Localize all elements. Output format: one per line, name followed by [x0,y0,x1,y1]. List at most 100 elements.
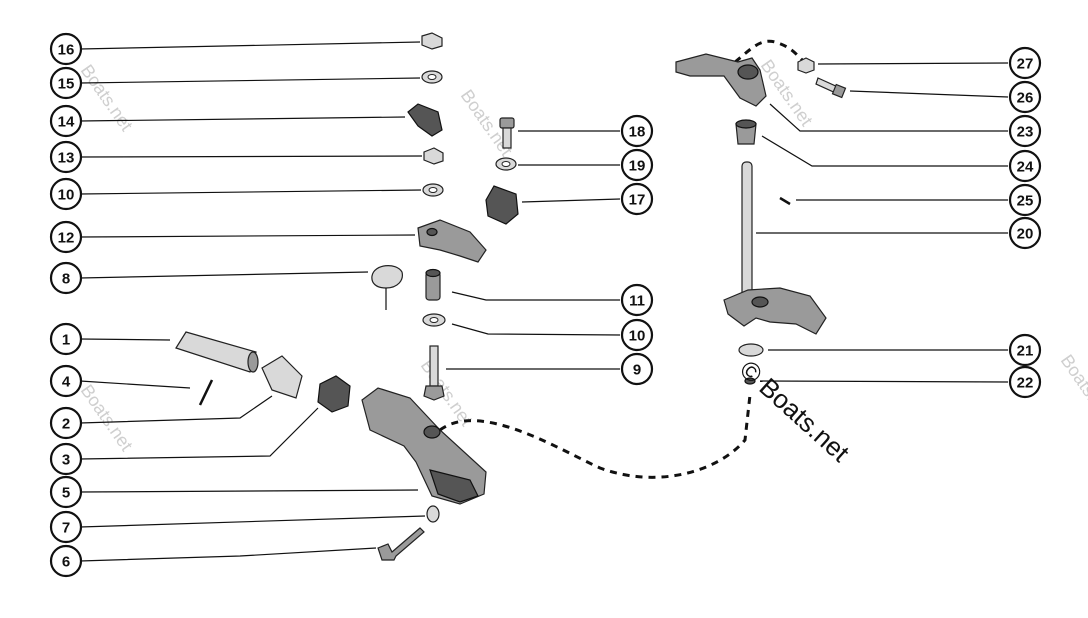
callout-circle [1008,149,1042,183]
part-clip-14 [407,103,443,137]
callout-17: 17 [620,182,654,216]
callout-number: 26 [1017,90,1034,107]
part-lever-23-hub [737,64,759,80]
part-bracket-12-hole [426,227,438,237]
part-sleeve-2 [261,355,303,399]
part-nut-27 [797,57,815,74]
part-shaft-20 [741,161,753,303]
callout-circle [49,544,83,578]
part-bolt-9-head [423,385,445,401]
callout-23: 23 [1008,114,1042,148]
watermark-group: Boats.net Boats.net Boats.net Boats.net … [77,56,1088,455]
callout-circle [49,364,83,398]
callout-16: 16 [49,32,83,66]
callout-circle [49,442,83,476]
part-22 [744,377,756,385]
callout-circle [49,475,83,509]
callout-circle [49,322,83,356]
part-screw-18 [499,117,515,129]
part-tube-1-end [247,351,259,373]
callout-number: 16 [58,42,75,59]
part-bracket-20-hole [751,296,769,308]
callout-number: 4 [62,374,71,391]
callout-number: 20 [1017,226,1034,243]
callout-20: 20 [1008,216,1042,250]
part-screw-18-shank [502,127,512,149]
callout-group: 1615141310128142357618191711109272623242… [49,32,1042,578]
part-washer-10b-hole [429,317,439,323]
callout-13: 13 [49,140,83,174]
part-lever-23 [675,53,767,107]
callout-number: 3 [62,452,70,469]
callout-12: 12 [49,220,83,254]
part-housing-5 [361,387,487,505]
callout-circle [620,182,654,216]
callout-circle [49,140,83,174]
callout-circle [49,220,83,254]
callout-number: 11 [629,293,645,310]
callout-4: 4 [49,364,83,398]
callout-8: 8 [49,261,83,295]
part-housing-5-detail [429,469,479,503]
callout-number: 23 [1017,124,1034,141]
callout-number: 6 [62,554,70,571]
callout-circle [620,283,654,317]
callout-circle [1008,46,1042,80]
part-bushing-24-top [735,119,757,129]
callout-circle [1008,183,1042,217]
watermark: Boats.net [77,381,137,455]
callout-10: 10 [620,318,654,352]
callout-number: 8 [62,271,70,288]
part-washer-21 [738,343,764,357]
callout-25: 25 [1008,183,1042,217]
dashed-cable-top [734,39,806,64]
part-bracket-12 [417,219,487,263]
callout-number: 17 [629,192,646,209]
callout-number: 1 [62,332,70,349]
callout-circle [620,114,654,148]
callout-number: 15 [58,76,75,93]
watermark: Boats.net [1057,351,1088,425]
part-nut-3 [317,375,351,413]
callout-number: 10 [58,187,75,204]
part-washer-19-hole [501,161,511,167]
callout-circle [49,104,83,138]
callout-circle [1008,333,1042,367]
callout-circle [1008,216,1042,250]
callout-22: 22 [1008,365,1042,399]
callout-circle [49,32,83,66]
callout-15: 15 [49,66,83,100]
callout-number: 10 [629,328,646,345]
callout-26: 26 [1008,80,1042,114]
callout-number: 19 [629,158,646,175]
callout-circle [49,177,83,211]
part-bolt-6 [377,527,425,561]
copyright-watermark: © Boats.net [734,354,856,468]
part-clamp-17 [485,185,519,225]
callout-circle [620,352,654,386]
callout-7: 7 [49,510,83,544]
callout-number: 2 [62,416,70,433]
callout-circle [1008,365,1042,399]
callout-number: 18 [629,124,646,141]
watermark: Boats.net [77,61,137,135]
part-cap-8 [371,265,403,289]
dashed-cable-bottom [439,394,752,479]
callout-9: 9 [620,352,654,386]
callout-number: 25 [1017,193,1034,210]
callout-number: 9 [633,362,641,379]
callout-10: 10 [49,177,83,211]
callout-circle [620,318,654,352]
callout-5: 5 [49,475,83,509]
callout-number: 7 [62,520,70,537]
part-washer-7 [426,505,440,523]
callout-circle [1008,80,1042,114]
leader-lines [79,41,1009,562]
callout-14: 14 [49,104,83,138]
part-pin-25 [779,196,791,206]
part-washer-15-hole [427,74,437,80]
part-nut-16 [421,32,443,50]
callout-circle [49,510,83,544]
